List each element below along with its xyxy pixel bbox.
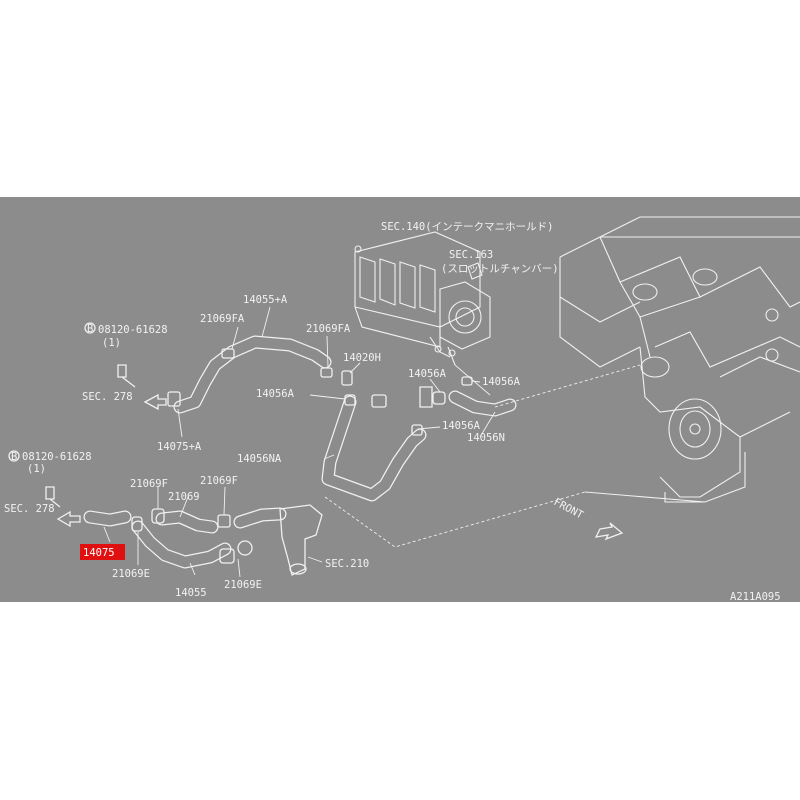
highlighted-part-14075[interactable]: 14075: [80, 544, 125, 560]
label-bolt-2-qty: (1): [27, 463, 46, 475]
label-bolt-1-qty: (1): [102, 337, 121, 349]
bolt-markers: B B: [8, 322, 96, 463]
label-14055: 14055: [175, 587, 207, 599]
label-14056a-1: 14056A: [408, 368, 447, 380]
label-sec163: SEC.163: [449, 249, 493, 261]
parts-diagram: B B SEC.140(インテークマニホールド) SEC.163 (スロットルチ…: [4, 216, 800, 602]
label-14075a: 14075+A: [157, 441, 202, 453]
svg-text:B: B: [87, 323, 93, 335]
label-sec278-2: SEC. 278: [4, 503, 55, 515]
label-21069e-1: 21069E: [112, 568, 150, 580]
label-21069f-2: 21069F: [200, 475, 238, 487]
label-14056a-4: 14056A: [442, 420, 481, 432]
label-14055a: 14055+A: [243, 294, 288, 306]
diagram-panel: B B SEC.140(インテークマニホールド) SEC.163 (スロットルチ…: [0, 197, 800, 602]
highlight-box: [80, 544, 125, 560]
label-sec140: SEC.140(インテークマニホールド): [381, 221, 553, 233]
hoses: [83, 335, 517, 569]
label-sec163-sub: (スロットルチャンバー): [441, 263, 559, 275]
label-14056a-2: 14056A: [482, 376, 521, 388]
intake-manifold-drawing: [354, 231, 491, 396]
label-21069fa-2: 21069FA: [306, 323, 351, 335]
svg-text:B: B: [11, 451, 17, 463]
label-sec210: SEC.210: [325, 558, 369, 570]
label-21069f-1: 21069F: [130, 478, 168, 490]
label-14056a-3: 14056A: [256, 388, 295, 400]
label-21069: 21069: [168, 491, 200, 503]
label-front: FRONT: [552, 496, 586, 522]
label-14075: 14075: [83, 547, 115, 559]
label-bolt-1: 08120-61628: [98, 324, 168, 336]
figure-code: A211A095: [730, 591, 781, 602]
label-14056n: 14056N: [467, 432, 505, 444]
label-bolt-2: 08120-61628: [22, 451, 92, 463]
label-14020h: 14020H: [343, 352, 381, 364]
label-21069e-2: 21069E: [224, 579, 262, 591]
engine-block-drawing: [559, 216, 800, 503]
label-sec278-1: SEC. 278: [82, 391, 133, 403]
label-14056na: 14056NA: [237, 453, 282, 465]
leader-lines: [103, 306, 641, 578]
label-21069fa-1: 21069FA: [200, 313, 245, 325]
part-labels: SEC.140(インテークマニホールド) SEC.163 (スロットルチャンバー…: [4, 221, 781, 602]
